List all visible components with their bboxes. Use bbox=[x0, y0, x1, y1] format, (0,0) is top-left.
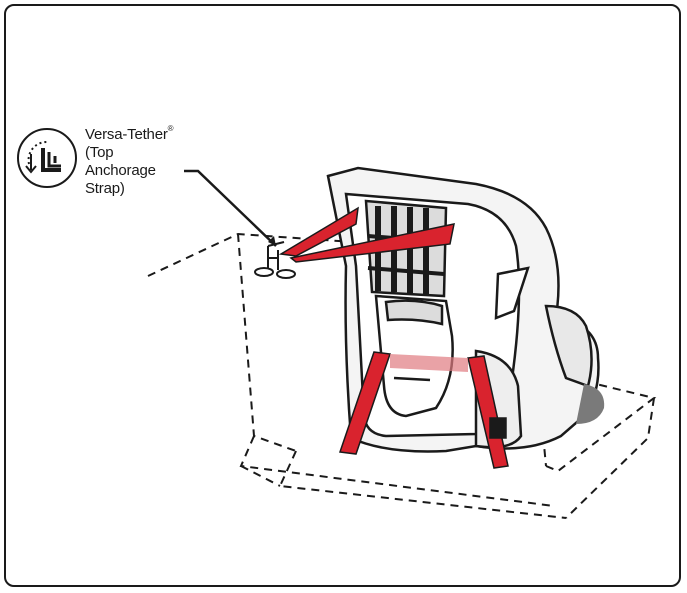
seat-bottom-lower-edge bbox=[280, 451, 566, 518]
diagram-frame: Versa-Tether® (Top Anchorage Strap) bbox=[4, 4, 681, 587]
tether-callout: Versa-Tether® (Top Anchorage Strap) bbox=[85, 122, 173, 198]
callout-brand: Versa-Tether bbox=[85, 126, 168, 143]
callout-line-2: (Top bbox=[85, 144, 173, 162]
belt-buckle bbox=[490, 418, 506, 438]
car-seat-illustration bbox=[6, 6, 681, 587]
callout-leader-line bbox=[184, 171, 276, 246]
registered-mark: ® bbox=[168, 124, 174, 133]
callout-line-3: Anchorage bbox=[85, 162, 173, 180]
car-seat-tether-icon bbox=[17, 128, 77, 188]
badge-glyph bbox=[19, 130, 75, 186]
anchorage-hook-icon bbox=[255, 242, 295, 278]
seat-corner-edge bbox=[241, 466, 280, 486]
seat-pan-cushion bbox=[386, 301, 442, 324]
callout-line-1: Versa-Tether® bbox=[85, 122, 173, 144]
callout-line-4: Strap) bbox=[85, 180, 173, 198]
